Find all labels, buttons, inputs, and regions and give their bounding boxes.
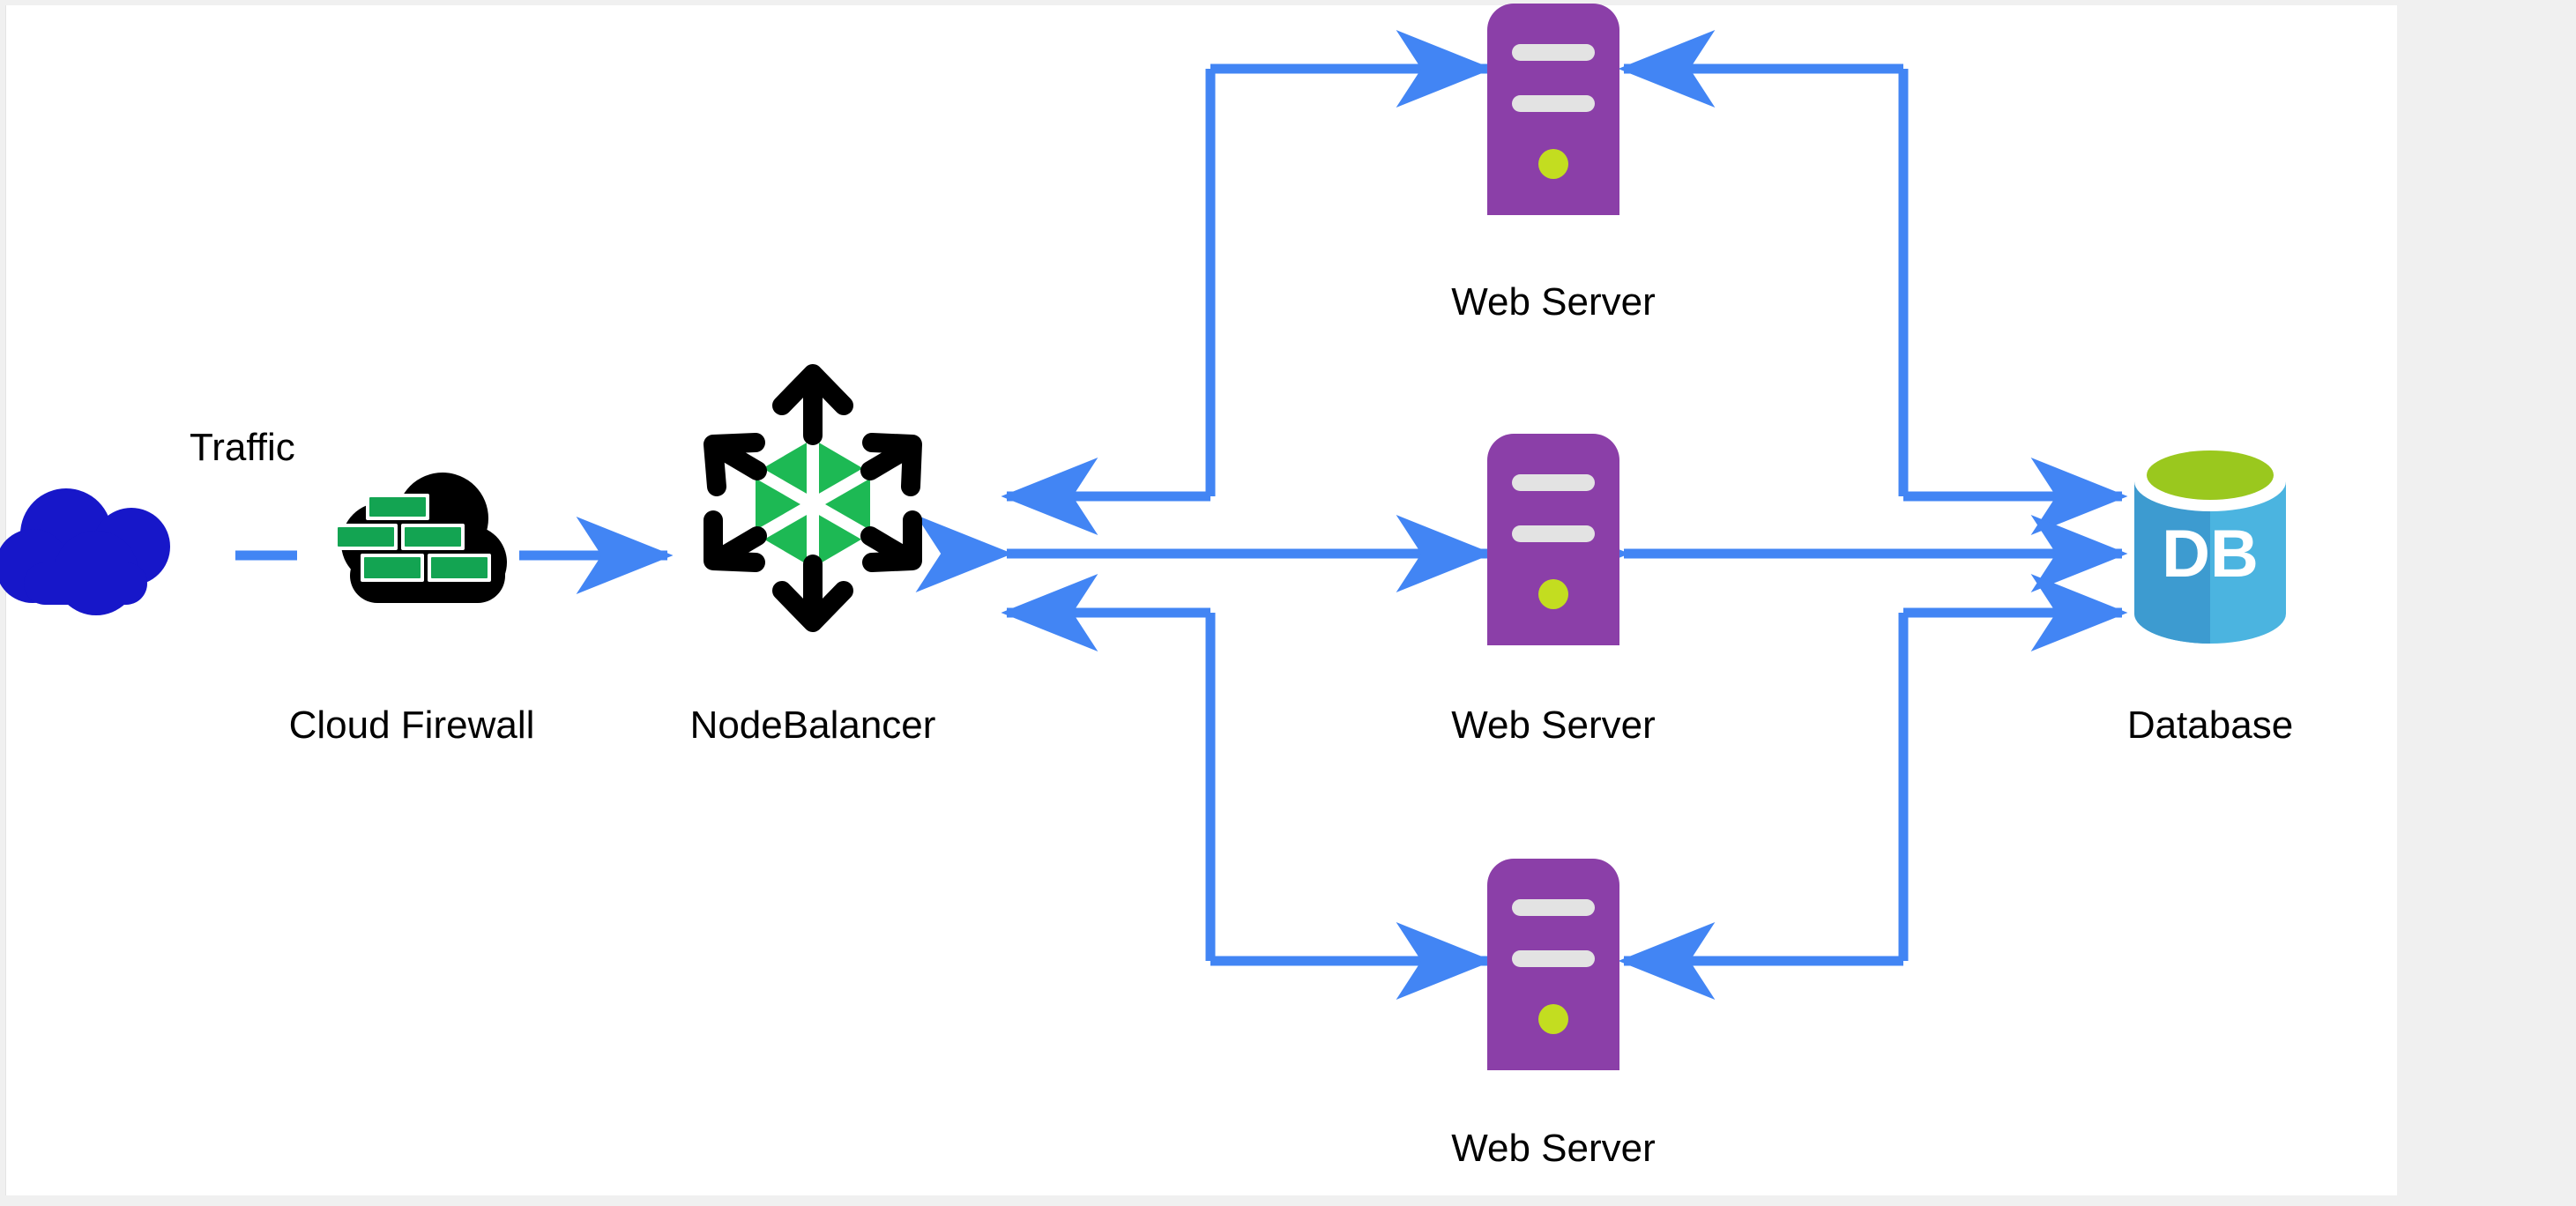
node-database[interactable]: DB: [2122, 446, 2298, 653]
node-cloud-firewall[interactable]: [297, 464, 526, 622]
cloud-firewall-label: Cloud Firewall: [288, 704, 535, 747]
node-web-server-1[interactable]: [1487, 4, 1619, 215]
server-tower-icon: [1487, 434, 1619, 645]
nodebalancer-icon: [704, 364, 922, 632]
database-text: DB: [2162, 517, 2259, 592]
web-server-3-label: Web Server: [1451, 1127, 1656, 1170]
cloud-icon: [0, 488, 170, 615]
edge-database-to-webserver-3: [1618, 574, 2128, 1000]
nodebalancer-label: NodeBalancer: [689, 704, 936, 747]
node-web-server-3[interactable]: [1487, 859, 1619, 1070]
server-tower-icon: [1487, 859, 1619, 1070]
database-label: Database: [2126, 704, 2294, 747]
traffic-label: Traffic: [190, 426, 295, 469]
database-cylinder-icon: DB: [2134, 450, 2286, 644]
cloud-firewall-icon: [334, 473, 507, 603]
diagram-canvas: Traffic: [0, 4, 2397, 1195]
node-nodebalancer[interactable]: [676, 358, 949, 640]
node-web-server-2[interactable]: [1487, 434, 1619, 645]
web-server-1-label: Web Server: [1451, 280, 1656, 324]
server-tower-icon: [1487, 4, 1619, 215]
node-traffic-cloud[interactable]: [0, 481, 235, 622]
edge-nodebalancer-to-webserver-3: [1001, 574, 1493, 1000]
web-server-2-label: Web Server: [1451, 704, 1656, 747]
